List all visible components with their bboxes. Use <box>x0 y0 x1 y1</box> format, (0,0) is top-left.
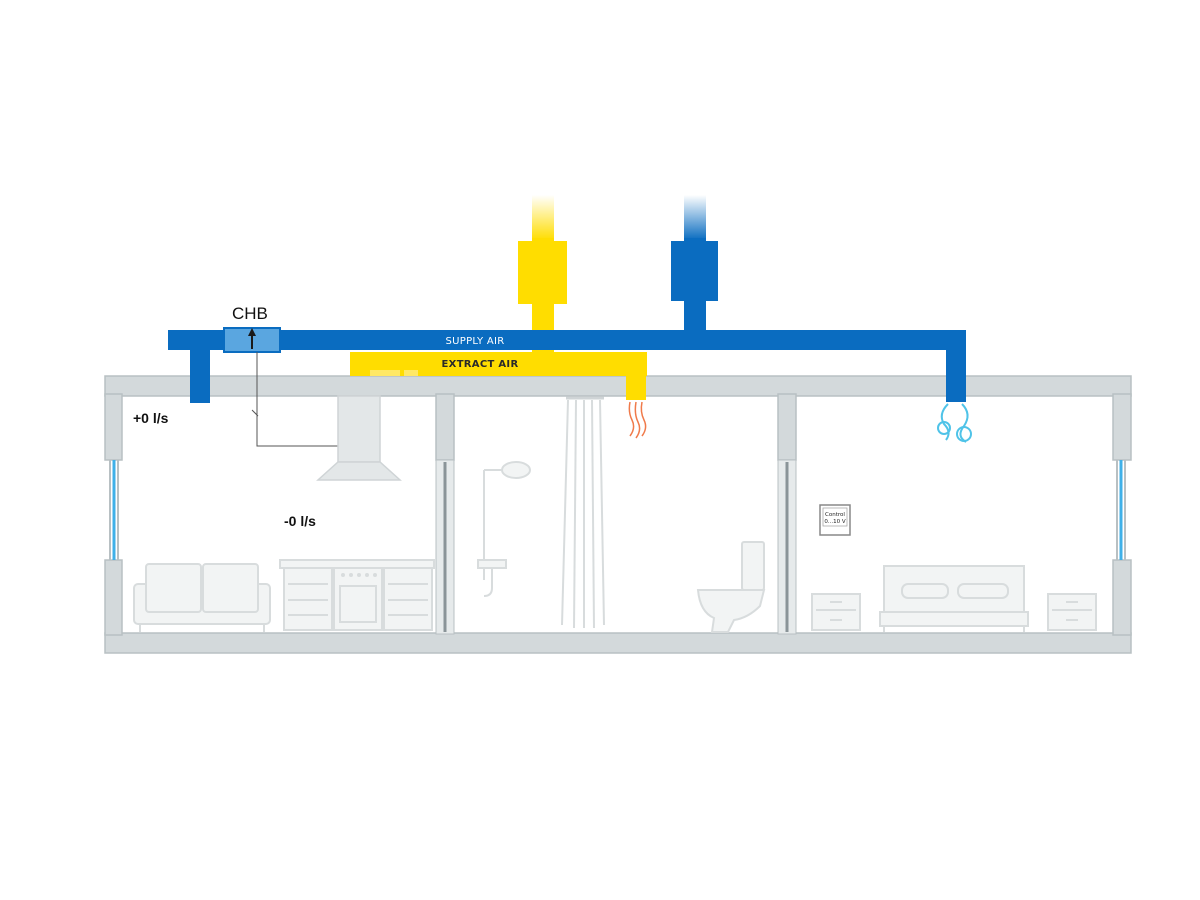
supply-drop-living <box>190 343 210 403</box>
chb-control-wire <box>256 352 342 447</box>
extract-riser-fade <box>532 195 554 240</box>
floor-slab <box>104 632 1132 654</box>
nightstand-left <box>811 593 861 631</box>
heat-plume-icon <box>628 401 647 439</box>
window-left <box>109 460 119 560</box>
extract-drop-bathroom <box>626 370 646 400</box>
sofa <box>133 563 271 632</box>
extract-air-duct: EXTRACT AIR <box>350 195 647 400</box>
ceiling-slab <box>104 375 1132 397</box>
right-wall-lower <box>1112 559 1132 636</box>
supply-riser-fade <box>684 195 706 240</box>
damper-arrow-icon <box>248 328 256 349</box>
supply-fan-unit <box>671 241 718 301</box>
flow-extract-label: -0 l/s <box>284 513 316 529</box>
control-panel: Control 0...10 V <box>819 504 851 536</box>
supply-air-duct: SUPPLY AIR <box>168 195 966 403</box>
building-walls <box>104 375 1132 654</box>
bed <box>879 565 1029 632</box>
toilet <box>696 541 766 633</box>
left-wall-upper <box>104 393 123 461</box>
extract-fan-unit <box>518 241 567 304</box>
control-label-line2: 0...10 V <box>824 519 845 525</box>
room-living-kitchen: +0 l/s -0 l/s <box>133 395 435 632</box>
left-wall-lower <box>104 559 123 636</box>
chb-label: CHB <box>232 304 268 323</box>
interior-wall-2-upper <box>777 393 797 461</box>
extract-air-label: EXTRACT AIR <box>442 359 519 370</box>
kitchen-cabinets <box>279 559 435 631</box>
control-label-line1: Control <box>825 512 845 518</box>
chb-wire-tick <box>251 409 259 417</box>
extract-connector-left <box>370 370 400 376</box>
nightstand-right <box>1047 593 1097 631</box>
air-swirl-icon <box>937 403 972 443</box>
room-bathroom <box>477 396 766 633</box>
interior-wall-1-upper <box>435 393 455 461</box>
room-bedroom: Control 0...10 V <box>811 403 1097 632</box>
shower <box>477 461 531 597</box>
supply-air-label: SUPPLY AIR <box>446 336 505 347</box>
window-right <box>1116 460 1126 560</box>
right-wall-upper <box>1112 393 1132 461</box>
supply-drop-bedroom <box>946 330 966 402</box>
flow-supply-label: +0 l/s <box>133 410 169 426</box>
shower-curtain <box>561 396 605 629</box>
supply-main-duct <box>168 330 966 350</box>
extract-connector-mid <box>404 370 418 376</box>
cooker-hood <box>316 395 402 481</box>
